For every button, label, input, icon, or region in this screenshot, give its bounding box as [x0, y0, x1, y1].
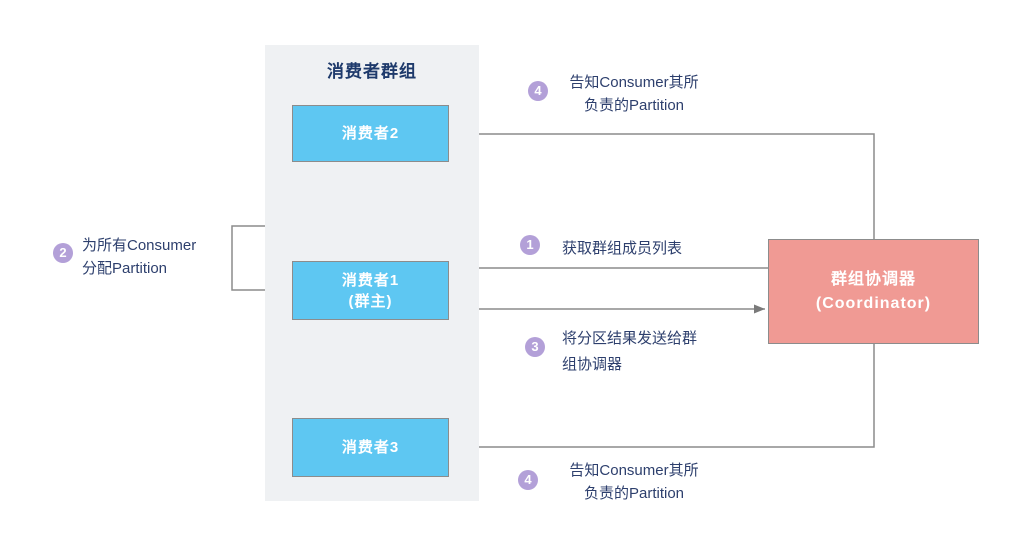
arrow-step4-to-consumer2 — [452, 129, 875, 239]
step-4-bottom-badge: 4 — [518, 470, 538, 490]
consumer-1-sublabel: (群主) — [348, 292, 393, 310]
step-2-text: 为所有Consumer 分配Partition — [82, 234, 196, 280]
coordinator-box: 群组协调器 (Coordinator) — [768, 239, 979, 344]
step-4-top-text: 告知Consumer其所 负责的Partition — [548, 71, 720, 117]
consumer-2-box: 消费者2 — [292, 105, 449, 162]
step-4-top-line1: 告知Consumer其所 — [569, 74, 699, 91]
step-4-top-badge: 4 — [528, 81, 548, 101]
coordinator-label: 群组协调器 — [830, 270, 916, 288]
step-3-line1: 将分区结果发送给群 — [562, 330, 698, 347]
step-4-bottom-text: 告知Consumer其所 负责的Partition — [548, 459, 720, 505]
coordinator-sublabel: (Coordinator) — [815, 294, 932, 312]
consumer-1-box: 消费者1 (群主) — [292, 261, 449, 320]
step-1-line1: 获取群组成员列表 — [562, 240, 683, 257]
step-2-line1: 为所有Consumer — [82, 237, 197, 254]
step-3-line2: 组协调器 — [562, 356, 623, 373]
step-1-text: 获取群组成员列表 — [562, 237, 682, 260]
step-3-text: 将分区结果发送给群 组协调器 — [562, 326, 697, 378]
consumer-1-label: 消费者1 — [341, 271, 400, 289]
step-3-badge: 3 — [525, 337, 545, 357]
step-4-top-line2: 负责的Partition — [583, 97, 685, 114]
step-4-bottom-line2: 负责的Partition — [583, 485, 685, 502]
step-1-badge: 1 — [520, 235, 540, 255]
consumer-3-box: 消费者3 — [292, 418, 449, 477]
step-2-line2: 分配Partition — [82, 260, 168, 277]
step-4-bottom-line1: 告知Consumer其所 — [569, 462, 699, 479]
consumer-2-label: 消费者2 — [341, 125, 400, 142]
consumer-3-label: 消费者3 — [341, 439, 400, 456]
step-2-badge: 2 — [53, 243, 73, 263]
consumer-group-title: 消费者群组 — [327, 62, 417, 81]
